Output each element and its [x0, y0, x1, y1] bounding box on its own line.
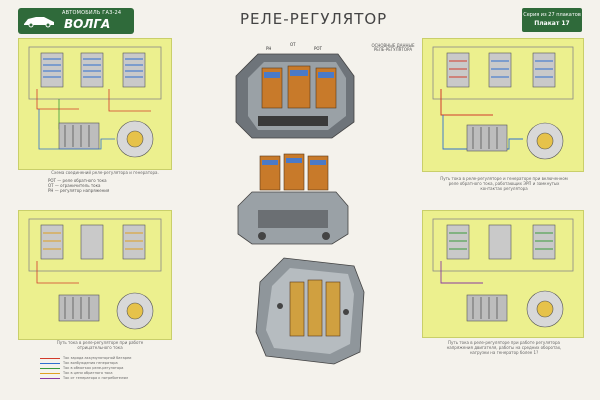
wire-swatch [40, 367, 60, 370]
wire-legend-label: Ток возбуждения генератора [63, 361, 118, 365]
wire-legend-item: Ток в цепи обратного тока [40, 371, 131, 376]
caption-top-right: Путь тока в реле-регуляторе и генераторе… [440, 176, 568, 191]
schematic-top-left [18, 38, 172, 170]
schematic-svg [432, 218, 574, 328]
schematic-svg [28, 46, 162, 158]
spec-heading: ОСНОВНЫЕ ДАННЫЕ РЕЛЕ-РЕГУЛЯТОРА [371, 43, 415, 52]
wire-legend-item: Ток возбуждения генератора [40, 361, 131, 366]
series-line2: Плакат 17 [534, 20, 570, 27]
device-exploded [232, 148, 352, 248]
abbrev-item: РОТ — реле обратного тока [48, 178, 107, 183]
device-svg: РН ОТ РОТ [235, 42, 355, 139]
wire-legend-label: Ток в цепи обратного тока [63, 371, 113, 375]
schematic-top-right [422, 38, 584, 172]
device-svg [237, 153, 349, 245]
wire-swatch [40, 372, 60, 375]
device-label: ОТ [290, 42, 296, 47]
abbrev-item: РН — регулятор напряжения [48, 188, 110, 193]
page-title: РЕЛЕ-РЕГУЛЯТОР [240, 10, 388, 28]
series-line1: Серия из 27 плакатов [523, 12, 581, 18]
device-label: РН [266, 46, 271, 51]
device-svg [255, 257, 365, 365]
caption-top-left: Схема соединений реле-регулятора и генер… [51, 170, 159, 175]
wire-legend-item: Ток от генератора к потребителям [40, 376, 131, 381]
wire-legend-item: Ток заряда аккумуляторной батареи [40, 356, 131, 361]
wire-legend-label: Ток от генератора к потребителям [63, 376, 128, 380]
spec-table: ОСНОВНЫЕ ДАННЫЕ РЕЛЕ-РЕГУЛЯТОРА [368, 44, 418, 164]
schematic-svg [28, 218, 162, 330]
car-icon [24, 17, 54, 28]
wire-legend-item: Ток в обмотках реле-регулятора [40, 366, 131, 371]
device-cutaway-top: РН ОТ РОТ [228, 32, 358, 142]
device-base [250, 252, 370, 368]
brand-line1: АВТОМОБИЛЬ ГАЗ-24 [62, 10, 122, 16]
schematic-bottom-left [18, 210, 172, 340]
device-label: РОТ [314, 46, 323, 51]
brand-line2: ВОЛГА [64, 17, 111, 31]
caption-bottom-right: Путь тока в реле-регуляторе при работе р… [446, 340, 562, 355]
wire-swatch [40, 362, 60, 365]
abbrev-legend: РОТ — реле обратного тока ОТ — ограничит… [48, 178, 158, 193]
schematic-svg [432, 46, 574, 160]
brand-badge: АВТОМОБИЛЬ ГАЗ-24 ВОЛГА [18, 8, 134, 34]
abbrev-item: ОТ — ограничитель тока [48, 183, 101, 188]
schematic-bottom-right [422, 210, 584, 338]
wire-legend: Ток заряда аккумуляторной батареи Ток во… [40, 356, 131, 381]
caption-bottom-left: Путь тока в реле-регуляторе при работе о… [56, 340, 144, 350]
wire-legend-label: Ток заряда аккумуляторной батареи [63, 356, 132, 360]
series-badge: Серия из 27 плакатов Плакат 17 [522, 8, 582, 32]
wire-swatch [40, 357, 60, 360]
wire-legend-label: Ток в обмотках реле-регулятора [63, 366, 124, 370]
wire-swatch [40, 377, 60, 380]
